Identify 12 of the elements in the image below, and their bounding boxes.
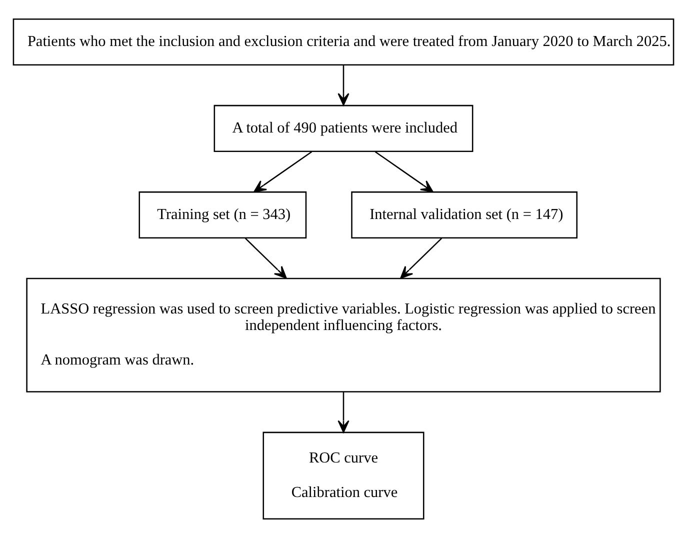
node-box: ROC curve Calibration curve (262, 432, 424, 520)
arrow (374, 151, 434, 192)
node-box: Training set (n = 343) (138, 191, 307, 238)
node-box: A total of 490 patients were included (214, 104, 474, 152)
node-box: LASSO regression was used to screen predictive variables. Logistic regression was applied to screen independent influencing factors. A nomogram was drawn. (26, 278, 661, 392)
arrow (338, 65, 350, 106)
arrow (400, 238, 442, 279)
node-box: Patients who met the inclusion and exclusion criteria and were treated from January 2020 to March 2025. (12, 18, 674, 66)
arrow (338, 392, 350, 433)
arrow (244, 238, 287, 279)
node-box: Internal validation set (n = 147) (351, 191, 578, 238)
arrow (254, 151, 312, 192)
